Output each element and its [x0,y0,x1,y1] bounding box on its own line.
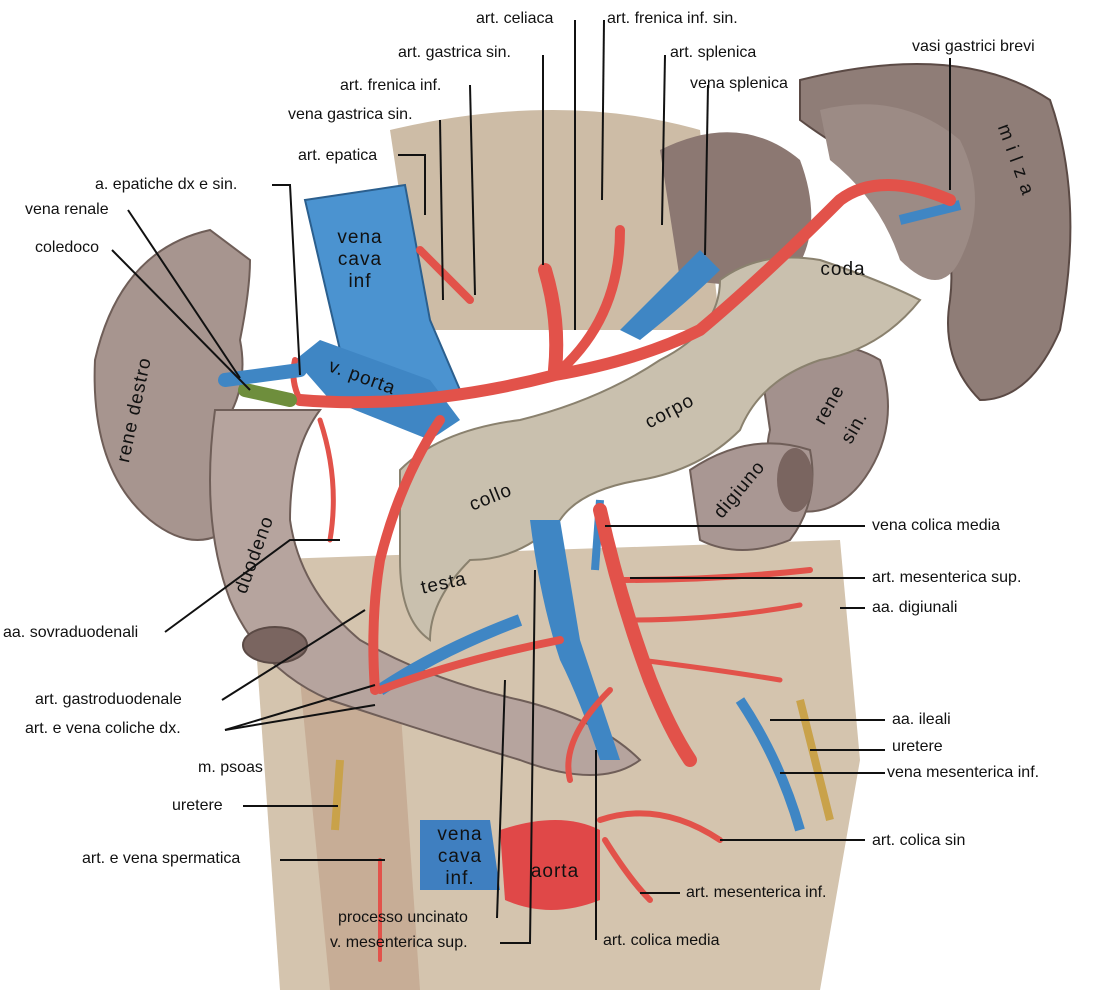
vena-renale-label: vena renale [25,201,109,218]
aa-digiunali-label: aa. digiunali [872,599,958,616]
coda-label: coda [820,259,866,280]
stomach-region [660,132,812,290]
aorta-lower [500,820,600,910]
vena-cava-lower-label-1: vena [437,824,483,845]
coledoco-label: coledoco [35,239,100,256]
portal-vein [295,340,460,440]
processo-uncinato-label: processo uncinato [338,909,468,926]
vena-gastrica-sin-label: vena gastrica sin. [288,106,413,123]
aa-ileali-label: aa. ileali [892,711,951,728]
vena-cava-upper-label-3: inf [348,271,372,292]
duodenum-opening [242,626,308,664]
uretere-left-label: uretere [172,797,223,814]
a-epatiche-label: a. epatiche dx e sin. [95,176,238,193]
vena-mesenterica-inf-label: vena mesenterica inf. [887,764,1040,781]
spleen-inner [820,104,975,281]
leader-lines [111,19,951,944]
art-e-vena-spermatica-label: art. e vena spermatica [82,850,241,867]
duodenum [209,409,642,776]
m-psoas-label: m. psoas [198,759,263,776]
splenic-vein [620,250,720,340]
bile-duct [238,383,297,407]
inferior-mesenteric-vein [735,697,805,832]
vasi-gastrici-brevi-label: vasi gastrici brevi [912,38,1035,55]
vena-cava-upper-label-2: cava [337,249,383,270]
vena-cava-upper-label-1: vena [337,227,383,248]
art-colica-sin-label: art. colica sin [872,832,966,849]
art-mesenterica-sup-label: art. mesenterica sup. [872,569,1022,586]
arterial-tree [290,179,956,962]
vena-cava-lower-label-3: inf. [445,868,475,889]
jejunum-opening [777,448,813,512]
art-frenica-inf-sin-label: art. frenica inf. sin. [607,10,738,27]
vena-splenica-label: vena splenica [690,75,788,92]
psoas-muscle-right [300,680,420,990]
short-gastric-vein [898,200,962,225]
vena-cava-lower [420,820,500,890]
uretere-right-label: uretere [892,738,943,755]
art-colica-media-label: art. colica media [603,932,720,949]
art-gastrica-sin-label: art. gastrica sin. [398,44,511,61]
v-mesenterica-sup-label: v. mesenterica sup. [330,934,468,951]
art-epatica-label: art. epatica [298,147,378,164]
art-mesenterica-inf-label: art. mesenterica inf. [686,884,827,901]
art-splenica-label: art. splenica [670,44,757,61]
art-e-vena-coliche-dx-label: art. e vena coliche dx. [25,720,181,737]
ureter-right [331,759,344,831]
pancreas [399,256,922,642]
aa-sovraduodenali-label: aa. sovraduodenali [3,624,139,641]
aorta-label: aorta [530,861,580,882]
art-gastroduodenale-label: art. gastroduodenale [35,691,182,708]
vena-colica-media-label: vena colica media [872,517,1001,534]
vena-cava-lower-label-2: cava [437,846,483,867]
art-celiaca-label: art. celiaca [476,10,554,27]
art-frenica-inf-label: art. frenica inf. [340,77,442,94]
